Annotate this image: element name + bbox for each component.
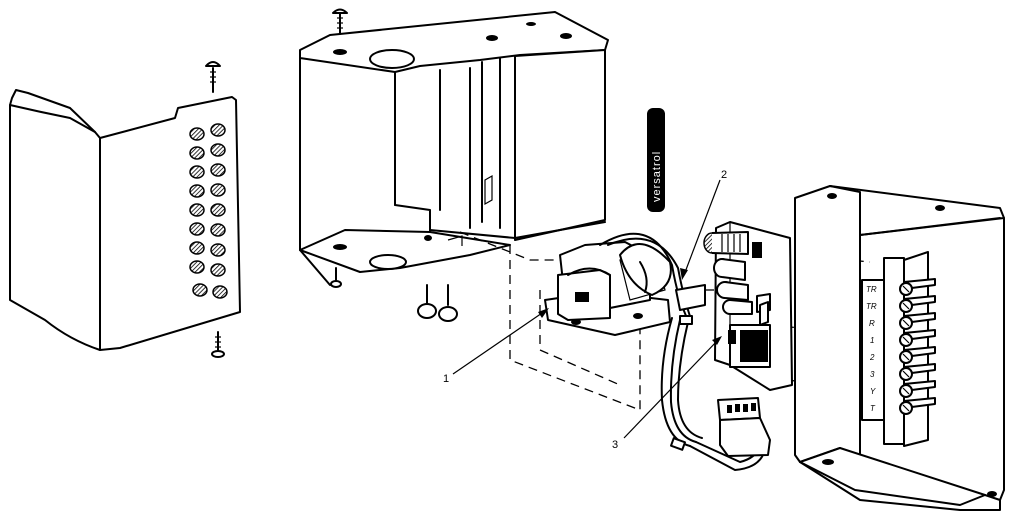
terminal-screw-slot: [902, 370, 910, 378]
cover-vent-holes: [189, 123, 228, 299]
brand-label-plate: [647, 108, 665, 212]
terminal-screw-slot: [902, 319, 910, 327]
callout-2-label: 2: [721, 169, 727, 181]
brand-label: versatrol: [651, 151, 663, 202]
terminal-screw-slot: [902, 336, 910, 344]
terminal-mounting-bracket: [794, 185, 1005, 511]
callout-3: 3: [612, 336, 722, 451]
circuit-board: [703, 221, 793, 391]
enclosure-bottom-screw: [330, 267, 342, 288]
transformer-assembly: [544, 241, 672, 336]
callout-2: 2: [680, 169, 727, 280]
terminal-strip: TR TR R 1 2 3 Y T: [861, 251, 936, 447]
terminal-label-tr-1: TR: [866, 285, 877, 294]
terminal-screw-slot: [902, 285, 910, 293]
terminal-screw-slot: [902, 302, 910, 310]
terminal-labels: TR TR R 1 2 3 Y T: [866, 285, 877, 413]
cover-top-screw: [205, 61, 221, 93]
wire-connector-plug: [717, 397, 771, 457]
callout-3-label: 3: [612, 439, 618, 451]
enclosure-top-screw: [332, 8, 348, 35]
terminal-label-r: R: [869, 319, 875, 328]
terminal-label-1: 1: [870, 336, 874, 345]
callout-1-label: 1: [443, 373, 449, 385]
terminal-label-tr-2: TR: [866, 302, 877, 311]
terminal-label-2: 2: [869, 353, 875, 362]
cover-bottom-screw: [211, 331, 225, 358]
terminal-label-3: 3: [870, 370, 875, 379]
terminal-screw-slot: [902, 387, 910, 395]
terminal-screw-slot: [902, 353, 910, 361]
callout-1: 1: [443, 308, 549, 385]
terminal-screw-slot: [902, 404, 910, 412]
terminal-label-y: Y: [870, 387, 876, 396]
transformer-mounting-screws: [417, 284, 458, 322]
wire-harness: [599, 232, 766, 471]
front-cover-panel: [9, 61, 241, 358]
terminal-label-t: T: [870, 404, 876, 413]
main-enclosure-housing: versatrol: [299, 11, 665, 286]
